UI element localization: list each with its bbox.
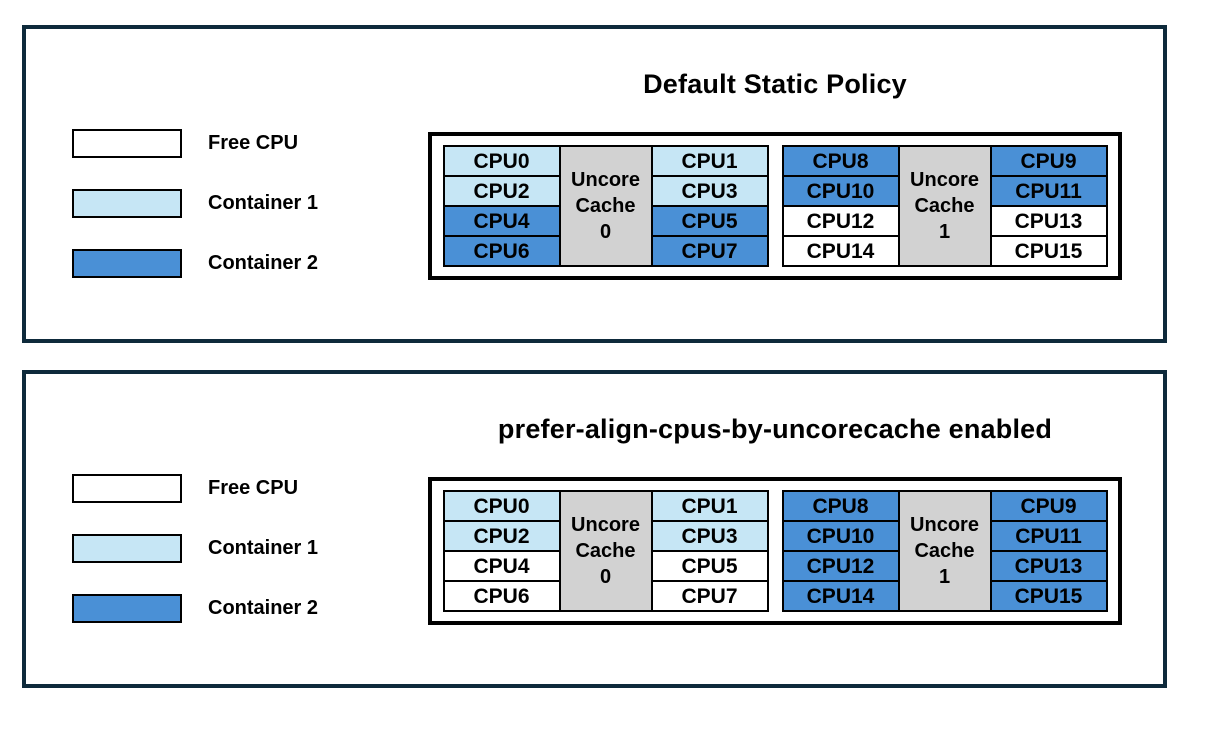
legend-label: Free CPU <box>208 132 299 154</box>
legend-label: Free CPU <box>208 477 299 499</box>
legend-row-free-cpu: Free CPU <box>72 129 318 158</box>
legend-label: Container 1 <box>208 192 319 214</box>
uncore-cache-cell: Uncore Cache 0 <box>560 492 651 610</box>
legend-row-container-2: Container 2 <box>72 249 318 278</box>
cpu-cell: CPU14 <box>783 582 898 610</box>
cpu-cell: CPU11 <box>991 522 1106 550</box>
cpu-cell: CPU8 <box>783 147 898 175</box>
cpu-cell: CPU4 <box>444 207 559 235</box>
cpu-cell: CPU9 <box>991 147 1106 175</box>
cpu-cell: CPU13 <box>991 552 1106 580</box>
cpu-cell: CPU12 <box>783 552 898 580</box>
cpu-cell: CPU9 <box>991 492 1106 520</box>
panel-uncorecache-enabled: prefer-align-cpus-by-uncorecache enabled… <box>22 370 1167 688</box>
cpu-cell: CPU7 <box>652 582 767 610</box>
uncore-cache-line: Cache <box>575 195 636 217</box>
uncore-cache-line: Cache <box>914 195 975 217</box>
legend: Free CPU Container 1 Container 2 <box>72 474 318 654</box>
cpu-cell: CPU0 <box>444 492 559 520</box>
uncore-cache-cell: Uncore Cache 1 <box>899 492 990 610</box>
uncore-cache-cell: Uncore Cache 1 <box>899 147 990 265</box>
uncore-cache-line: 0 <box>599 566 612 588</box>
legend-row-container-1: Container 1 <box>72 534 318 563</box>
cpu-cell: CPU0 <box>444 147 559 175</box>
uncore-cache-line: Uncore <box>571 169 640 191</box>
cpu-cell: CPU10 <box>783 522 898 550</box>
uncore-cache-line: 1 <box>938 221 951 243</box>
cpu-cell: CPU12 <box>783 207 898 235</box>
cpu-diagram: CPU0 CPU2 CPU4 CPU6 Uncore Cache 0 CPU1 … <box>428 132 1122 280</box>
cpu-cell: CPU14 <box>783 237 898 265</box>
legend-row-free-cpu: Free CPU <box>72 474 318 503</box>
cpu-cell: CPU3 <box>652 177 767 205</box>
legend-row-container-1: Container 1 <box>72 189 318 218</box>
cpu-cell: CPU4 <box>444 552 559 580</box>
cpu-cell: CPU5 <box>652 207 767 235</box>
cpu-cell: CPU13 <box>991 207 1106 235</box>
uncore-cache-line: 0 <box>599 221 612 243</box>
cpu-cell: CPU15 <box>991 237 1106 265</box>
legend-swatch-container-2 <box>72 594 182 623</box>
legend-swatch-free-cpu <box>72 474 182 503</box>
legend-row-container-2: Container 2 <box>72 594 318 623</box>
panel-default-static-policy: Default Static Policy Free CPU Container… <box>22 25 1167 343</box>
cpu-cell: CPU6 <box>444 237 559 265</box>
legend: Free CPU Container 1 Container 2 <box>72 129 318 309</box>
uncore-cache-line: Uncore <box>571 514 640 536</box>
cpu-cell: CPU3 <box>652 522 767 550</box>
uncore-cache-line: 1 <box>938 566 951 588</box>
uncore-cache-line: Uncore <box>910 169 979 191</box>
uncore-cluster-1: CPU8 CPU10 CPU12 CPU14 Uncore Cache 1 CP… <box>781 490 1108 612</box>
cpu-cell: CPU8 <box>783 492 898 520</box>
cpu-cell: CPU10 <box>783 177 898 205</box>
legend-swatch-container-2 <box>72 249 182 278</box>
cpu-cell: CPU2 <box>444 522 559 550</box>
cpu-cell: CPU2 <box>444 177 559 205</box>
cpu-cell: CPU5 <box>652 552 767 580</box>
legend-swatch-free-cpu <box>72 129 182 158</box>
uncore-cache-cell: Uncore Cache 0 <box>560 147 651 265</box>
cpu-cell: CPU6 <box>444 582 559 610</box>
legend-label: Container 1 <box>208 537 319 559</box>
uncore-cluster-0: CPU0 CPU2 CPU4 CPU6 Uncore Cache 0 CPU1 … <box>442 490 769 612</box>
cpu-cell: CPU15 <box>991 582 1106 610</box>
cpu-cell: CPU1 <box>652 492 767 520</box>
uncore-cache-line: Cache <box>914 540 975 562</box>
legend-swatch-container-1 <box>72 189 182 218</box>
cpu-diagram: CPU0 CPU2 CPU4 CPU6 Uncore Cache 0 CPU1 … <box>428 477 1122 625</box>
cpu-cell: CPU7 <box>652 237 767 265</box>
legend-label: Container 2 <box>208 252 319 274</box>
uncore-cluster-0: CPU0 CPU2 CPU4 CPU6 Uncore Cache 0 CPU1 … <box>442 145 769 267</box>
uncore-cache-line: Uncore <box>910 514 979 536</box>
panel-title: prefer-align-cpus-by-uncorecache enabled <box>497 414 1053 444</box>
panel-title: Default Static Policy <box>643 69 907 99</box>
cpu-cell: CPU1 <box>652 147 767 175</box>
uncore-cluster-1: CPU8 CPU10 CPU12 CPU14 Uncore Cache 1 CP… <box>781 145 1108 267</box>
legend-label: Container 2 <box>208 597 319 619</box>
legend-swatch-container-1 <box>72 534 182 563</box>
uncore-cache-line: Cache <box>575 540 636 562</box>
cpu-cell: CPU11 <box>991 177 1106 205</box>
